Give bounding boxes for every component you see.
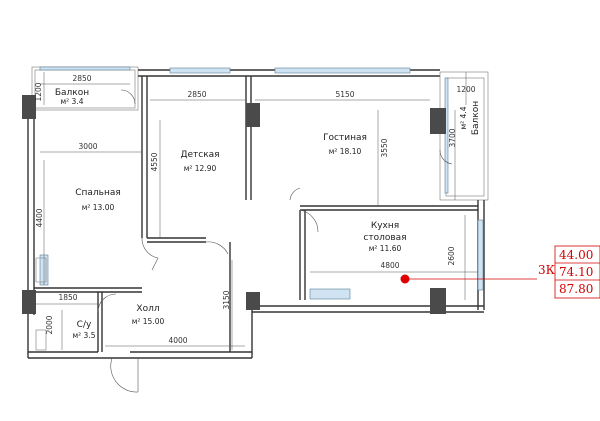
columns	[22, 95, 446, 314]
dimension-label: 1200	[34, 82, 43, 101]
area-stats: 3К 44.00 74.10 87.80	[538, 245, 600, 299]
room-name-kitchen-2: столовая	[363, 233, 406, 243]
dimension-label: 3150	[222, 290, 231, 309]
interior-walls	[34, 76, 478, 352]
dimension-label: 2600	[447, 246, 456, 265]
dimension-label: 3000	[78, 142, 97, 151]
living-area-value: 44.00	[559, 248, 593, 262]
room-area-bathroom: м² 3.5	[73, 331, 96, 340]
dimension-label: 4550	[150, 152, 159, 171]
dimension-label: 4400	[35, 208, 44, 227]
room-area-hall: м² 15.00	[132, 317, 165, 326]
column	[430, 108, 446, 134]
windows	[39, 66, 484, 300]
area-with-balconies-value: 87.80	[559, 282, 593, 296]
column	[246, 103, 260, 127]
dimension-label: 5150	[335, 90, 354, 99]
room-area-balcony-left: м² 3.4	[61, 97, 84, 106]
room-name-living: Гостиная	[323, 133, 367, 143]
room-area-bedroom: м² 13.00	[82, 203, 115, 212]
dimension-label: 4000	[168, 336, 187, 345]
room-area-balcony-right: м² 4.4	[459, 106, 468, 129]
room-name-hall: Холл	[136, 304, 159, 314]
stats-frame	[554, 245, 600, 299]
room-name-bathroom: С/у	[77, 320, 92, 330]
room-name-balcony-left: Балкон	[55, 88, 89, 98]
dimension-labels: 2850 1200 2850 5150 1200 3000 4550 3550 …	[34, 74, 476, 345]
sink	[35, 257, 47, 283]
column	[430, 288, 446, 314]
total-area-value: 74.10	[559, 265, 593, 279]
dimension-label: 1200	[456, 85, 475, 94]
dimension-label: 3550	[380, 138, 389, 157]
dimension-lines	[36, 72, 478, 350]
doors	[97, 89, 453, 393]
room-name-kitchen-1: Кухня	[371, 221, 399, 231]
dimension-label: 2850	[187, 90, 206, 99]
room-name-children: Детская	[180, 150, 219, 160]
dimension-label: 1850	[58, 293, 77, 302]
room-area-living: м² 18.10	[329, 147, 362, 156]
column	[22, 290, 36, 314]
dimension-label: 4800	[380, 261, 399, 270]
apartment-marker	[400, 274, 537, 284]
room-count-label: 3К	[538, 263, 556, 277]
dimension-label: 2850	[72, 74, 91, 83]
column	[22, 95, 36, 119]
dimension-label: 2000	[45, 315, 54, 334]
dimension-label: 3700	[448, 128, 457, 147]
fixtures	[35, 257, 47, 351]
room-area-children: м² 12.90	[184, 164, 217, 173]
column	[246, 292, 260, 310]
room-labels: Балкон м² 3.4 Детская м² 12.90 Гостиная …	[55, 88, 481, 340]
bathtub	[35, 329, 47, 351]
room-name-bedroom: Спальная	[75, 188, 121, 198]
room-name-balcony-right: Балкон	[471, 101, 481, 135]
room-area-kitchen: м² 11.60	[369, 244, 402, 253]
